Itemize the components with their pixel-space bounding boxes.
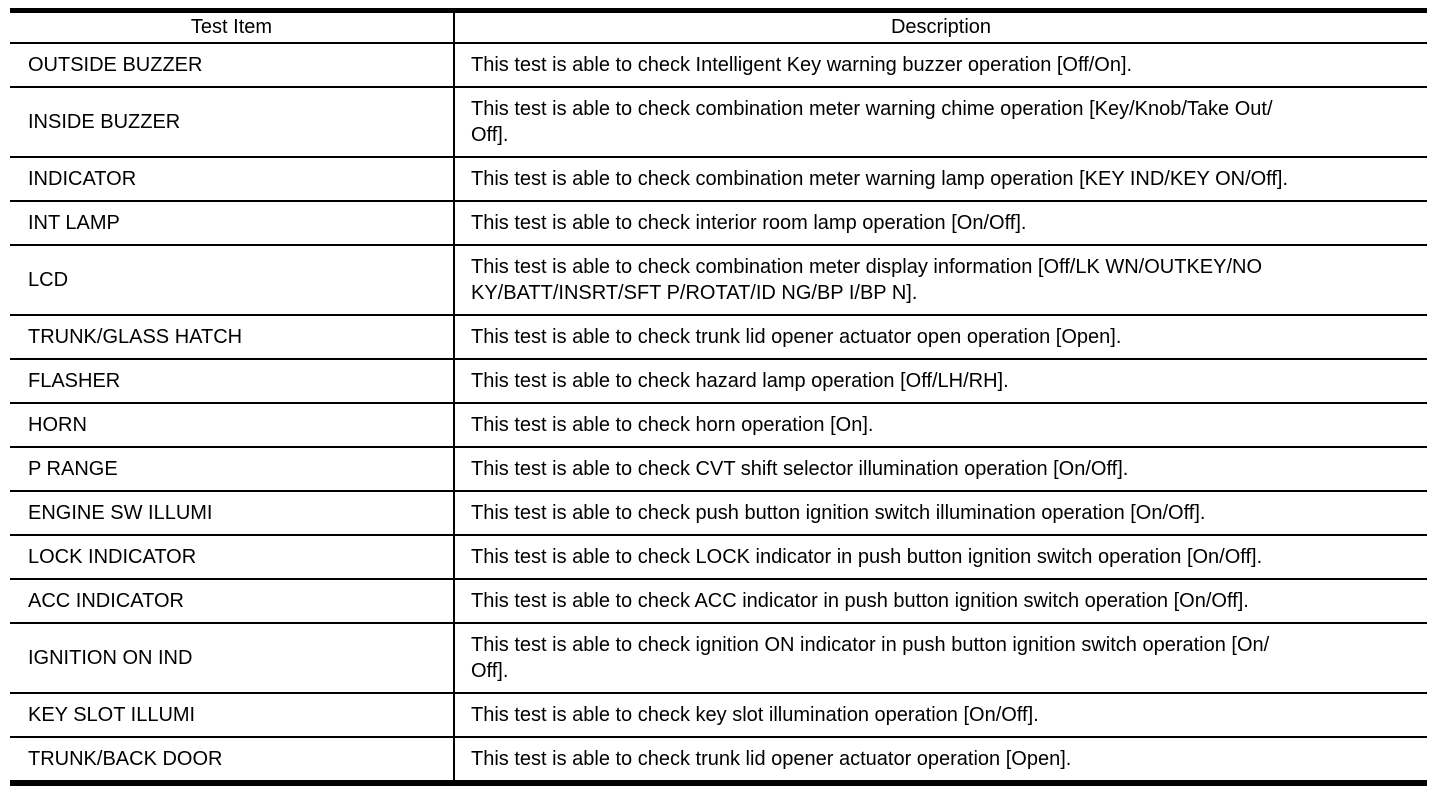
- test-item-cell: KEY SLOT ILLUMI: [10, 692, 455, 737]
- table-header: Test Item Description: [10, 10, 1427, 44]
- column-header-test-item: Test Item: [10, 10, 455, 44]
- test-item-cell: ACC INDICATOR: [10, 578, 455, 623]
- test-item-cell: LOCK INDICATOR: [10, 534, 455, 579]
- description-cell: This test is able to check trunk lid ope…: [454, 736, 1427, 783]
- description-cell: This test is able to check ACC indicator…: [454, 578, 1427, 623]
- test-item-cell: HORN: [10, 402, 455, 447]
- description-cell: This test is able to check key slot illu…: [454, 692, 1427, 737]
- description-cell: This test is able to check interior room…: [454, 200, 1427, 245]
- test-item-cell: TRUNK/GLASS HATCH: [10, 314, 455, 359]
- test-item-cell: TRUNK/BACK DOOR: [10, 736, 455, 783]
- description-cell: This test is able to check CVT shift sel…: [454, 446, 1427, 491]
- column-header-description: Description: [454, 10, 1427, 44]
- description-cell: This test is able to check ignition ON i…: [454, 622, 1427, 693]
- test-item-cell: OUTSIDE BUZZER: [10, 42, 455, 87]
- description-cell: This test is able to check combination m…: [454, 244, 1427, 315]
- test-item-cell: ENGINE SW ILLUMI: [10, 490, 455, 535]
- test-item-cell: IGNITION ON IND: [10, 622, 455, 693]
- description-cell: This test is able to check combination m…: [454, 156, 1427, 201]
- test-item-cell: P RANGE: [10, 446, 455, 491]
- description-cell: This test is able to check push button i…: [454, 490, 1427, 535]
- test-item-cell: INT LAMP: [10, 200, 455, 245]
- description-cell: This test is able to check combination m…: [454, 86, 1427, 157]
- description-cell: This test is able to check trunk lid ope…: [454, 314, 1427, 359]
- test-item-cell: INDICATOR: [10, 156, 455, 201]
- test-item-cell: FLASHER: [10, 358, 455, 403]
- description-cell: This test is able to check hazard lamp o…: [454, 358, 1427, 403]
- test-item-cell: LCD: [10, 244, 455, 315]
- description-cell: This test is able to check Intelligent K…: [454, 42, 1427, 87]
- description-cell: This test is able to check horn operatio…: [454, 402, 1427, 447]
- test-item-cell: INSIDE BUZZER: [10, 86, 455, 157]
- header-row: Test Item Description: [10, 10, 1427, 44]
- description-cell: This test is able to check LOCK indicato…: [454, 534, 1427, 579]
